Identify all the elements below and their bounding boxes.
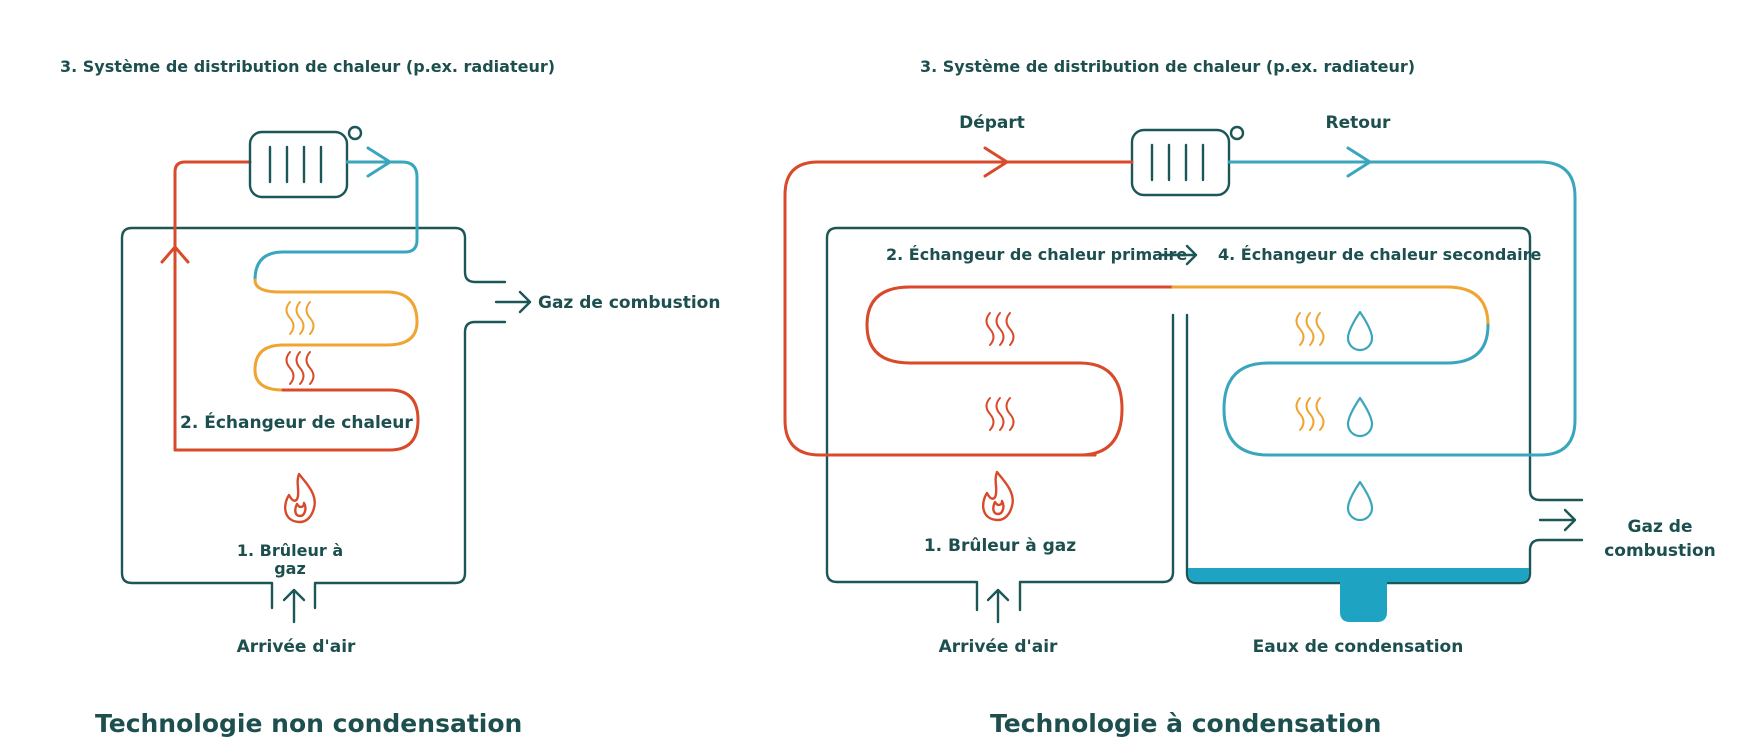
right-flow-arrow-icon	[983, 146, 1009, 178]
left-flow-pipe	[173, 160, 252, 452]
right-return-pipe	[1227, 160, 1577, 457]
right-primary-exchanger-coil	[865, 285, 1175, 457]
right-exchanger-arrow-icon	[1160, 244, 1198, 266]
left-radiator-icon	[248, 125, 363, 199]
left-flame-icon	[283, 472, 316, 524]
right-heat-waves-icon	[985, 397, 1015, 431]
right-radiator-icon	[1130, 125, 1245, 197]
right-exhaust-label-line2: combustion	[1604, 541, 1716, 561]
left-burner-label-line1: 1. Brûleur à	[237, 541, 343, 560]
left-flow-arrow-icon	[160, 245, 190, 264]
right-title: Technologie à condensation	[990, 709, 1381, 738]
left-exhaust-label: Gaz de combustion	[538, 293, 720, 313]
left-diagram: 3. Système de distribution de chaleur (p…	[60, 57, 720, 738]
right-flow-label: Départ	[959, 113, 1025, 133]
right-burner-label: 1. Brûleur à gaz	[924, 536, 1076, 556]
right-flame-icon	[981, 470, 1014, 522]
right-exhaust-arrow-icon	[1538, 508, 1577, 532]
right-heat-waves-icon	[1295, 312, 1325, 346]
left-return-arrow-icon	[366, 146, 392, 178]
right-secondary-exchanger-coil-warm	[1171, 285, 1490, 327]
right-secondary-exchanger-label: 4. Échangeur de chaleur secondaire	[1218, 245, 1542, 264]
right-condensate-label: Eaux de condensation	[1253, 637, 1464, 657]
right-boiler-housing	[825, 226, 1584, 612]
right-condensate-tray	[1188, 568, 1529, 622]
left-exchanger-coil-hot	[173, 388, 420, 452]
left-air-arrow-icon	[282, 588, 306, 624]
left-burner-label-line2: gaz	[274, 559, 306, 578]
left-air-label: Arrivée d'air	[237, 637, 356, 657]
left-boiler-housing	[120, 226, 507, 610]
left-return-pipe	[253, 160, 419, 282]
right-air-arrow-icon	[986, 588, 1010, 624]
left-heat-waves-icon	[285, 301, 315, 335]
right-diagram: 3. Système de distribution de chaleur (p…	[783, 57, 1716, 738]
right-flow-pipe	[783, 160, 1134, 457]
left-header: 3. Système de distribution de chaleur (p…	[60, 57, 555, 76]
right-return-arrow-icon	[1346, 146, 1372, 178]
left-exhaust-arrow-icon	[494, 290, 532, 314]
right-exhaust-label-line1: Gaz de	[1628, 517, 1693, 537]
right-return-label: Retour	[1326, 113, 1392, 133]
right-water-drop-icon	[1346, 480, 1374, 522]
left-heat-waves-icon	[285, 351, 315, 385]
right-secondary-exchanger-coil-cold	[1222, 323, 1490, 457]
left-exchanger-label: 2. Échangeur de chaleur	[180, 411, 413, 433]
right-water-drop-icon	[1346, 310, 1374, 352]
right-air-label: Arrivée d'air	[939, 637, 1058, 657]
right-heat-waves-icon	[985, 312, 1015, 346]
right-heat-waves-icon	[1295, 397, 1325, 431]
right-header: 3. Système de distribution de chaleur (p…	[920, 57, 1415, 76]
left-title: Technologie non condensation	[95, 709, 522, 738]
right-water-drop-icon	[1346, 396, 1374, 438]
left-exchanger-coil-warm	[253, 278, 419, 392]
right-primary-exchanger-label: 2. Échangeur de chaleur primaire	[886, 245, 1187, 264]
